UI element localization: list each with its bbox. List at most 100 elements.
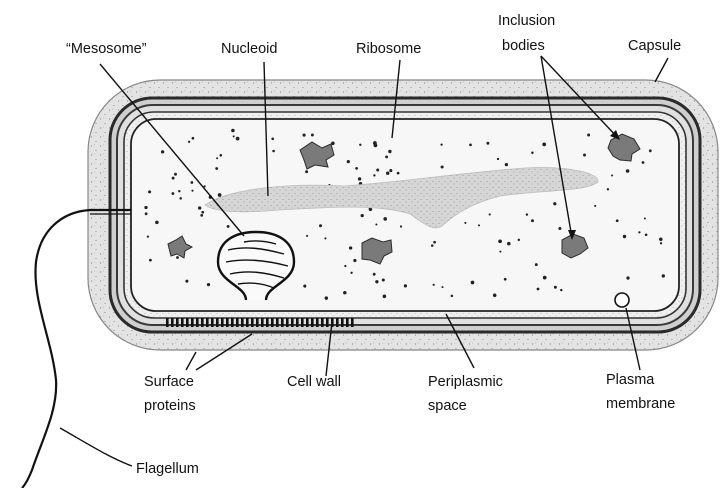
ribosome-dot bbox=[216, 157, 218, 159]
ribosome-dot bbox=[382, 278, 385, 281]
ribosome-dot bbox=[271, 137, 274, 140]
surface-protein bbox=[186, 318, 189, 327]
ribosome-dot bbox=[373, 273, 376, 276]
surface-protein bbox=[271, 318, 274, 327]
ribosome-dot bbox=[404, 284, 407, 287]
ribosome-dot bbox=[642, 161, 645, 164]
ribosome-dot bbox=[161, 150, 164, 153]
ribosome-dot bbox=[626, 276, 629, 279]
ribosome-dot bbox=[386, 172, 389, 175]
ribosome-dot bbox=[507, 242, 511, 246]
surface-protein bbox=[221, 318, 224, 327]
ribosome-dot bbox=[350, 272, 352, 274]
ribosome-dot bbox=[478, 224, 480, 226]
surface-protein bbox=[201, 318, 204, 327]
surface-protein bbox=[241, 318, 244, 327]
ribosome-dot bbox=[176, 256, 179, 259]
ribosome-dot bbox=[499, 251, 501, 253]
surface-protein bbox=[341, 318, 344, 327]
capsule-leader bbox=[655, 58, 668, 82]
ribosome-dot bbox=[303, 285, 306, 288]
surface-protein bbox=[236, 318, 239, 327]
ribosome-dot bbox=[375, 223, 377, 225]
ribosome-dot bbox=[376, 169, 379, 172]
surface-protein bbox=[301, 318, 304, 327]
ribosome-dot bbox=[431, 244, 434, 247]
ribosome-dot bbox=[191, 190, 193, 192]
ribosome-dot bbox=[220, 154, 223, 157]
label-flagellum: Flagellum bbox=[136, 461, 199, 477]
ribosome-dot bbox=[531, 151, 533, 153]
ribosome-dot bbox=[207, 283, 210, 286]
ribosome-dot bbox=[324, 237, 326, 239]
surface-protein bbox=[206, 318, 209, 327]
ribosome-dot bbox=[498, 239, 502, 243]
ribosome-dot bbox=[172, 177, 175, 180]
ribosome-dot bbox=[451, 295, 454, 298]
label-plasma-line2: membrane bbox=[606, 396, 675, 412]
surface-protein bbox=[196, 318, 199, 327]
surface-protein bbox=[251, 318, 254, 327]
surface-protein bbox=[321, 318, 324, 327]
surface-protein bbox=[276, 318, 279, 327]
plasma-membrane-marker bbox=[615, 293, 629, 307]
ribosome-dot bbox=[433, 241, 436, 244]
label-inclusion-line2: bodies bbox=[502, 38, 545, 54]
ribosome-dot bbox=[464, 222, 466, 224]
ribosome-dot bbox=[218, 193, 222, 197]
ribosome-dot bbox=[518, 239, 520, 241]
ribosome-dot bbox=[638, 231, 640, 233]
ribosome-dot bbox=[526, 213, 528, 215]
ribosome-dot bbox=[385, 155, 388, 158]
ribosome-dot bbox=[358, 177, 361, 180]
ribosome-dot bbox=[607, 188, 609, 190]
ribosome-dot bbox=[171, 192, 174, 195]
label-surface-line2: proteins bbox=[144, 398, 196, 414]
label-surface-line1: Surface bbox=[144, 374, 194, 390]
ribosome-dot bbox=[375, 280, 378, 283]
ribosome-dot bbox=[397, 172, 400, 175]
ribosome-dot bbox=[355, 167, 358, 170]
label-periplasmic-line1: Periplasmic bbox=[428, 374, 503, 390]
ribosome-dot bbox=[178, 190, 180, 192]
ribosome-dot bbox=[361, 214, 364, 217]
ribosome-dot bbox=[531, 219, 534, 222]
ribosome-dot bbox=[537, 288, 540, 291]
ribosome-dot bbox=[200, 214, 203, 217]
ribosome-dot bbox=[347, 160, 350, 163]
ribosome-dot bbox=[147, 236, 149, 238]
ribosome-dot bbox=[558, 227, 561, 230]
ribosome-dot bbox=[233, 135, 235, 137]
ribosome-dot bbox=[587, 134, 590, 137]
ribosome-dot bbox=[343, 291, 346, 294]
surface-protein bbox=[281, 318, 284, 327]
ribosome-dot bbox=[554, 286, 557, 289]
ribosome-dot bbox=[149, 259, 152, 262]
surface-protein bbox=[306, 318, 309, 327]
ribosome-dot bbox=[325, 296, 328, 299]
label-ribosome: Ribosome bbox=[356, 41, 421, 57]
ribosome-dot bbox=[303, 134, 306, 137]
label-plasma-line1: Plasma bbox=[606, 372, 655, 388]
surface-protein bbox=[176, 318, 179, 327]
label-cell-wall: Cell wall bbox=[287, 374, 341, 390]
ribosome-dot bbox=[215, 167, 218, 170]
surface-protein bbox=[266, 318, 269, 327]
ribosome-dot bbox=[542, 143, 546, 147]
ribosome-dot bbox=[497, 158, 499, 160]
ribosome-dot bbox=[198, 206, 201, 209]
ribosome-dot bbox=[305, 170, 308, 173]
ribosome-dot bbox=[583, 154, 586, 157]
ribosome-dot bbox=[192, 137, 195, 140]
label-capsule: Capsule bbox=[628, 38, 681, 54]
surface-protein bbox=[261, 318, 264, 327]
surface-protein bbox=[291, 318, 294, 327]
ribosome-dot bbox=[383, 295, 387, 299]
surface-protein bbox=[231, 318, 234, 327]
ribosome-dot bbox=[227, 225, 230, 228]
ribosome-dot bbox=[433, 284, 435, 286]
ribosome-dot bbox=[553, 202, 556, 205]
label-mesosome: “Mesosome” bbox=[66, 41, 147, 57]
ribosome-dot bbox=[440, 143, 442, 145]
surface-proteins-leader-1 bbox=[186, 352, 196, 370]
